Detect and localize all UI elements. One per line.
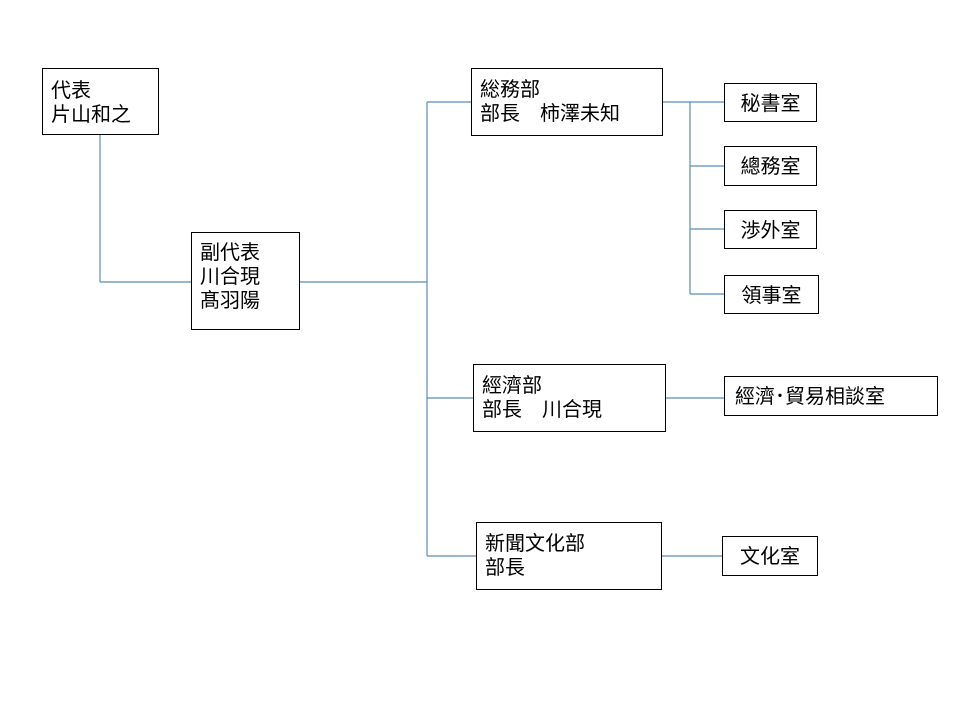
node-general-affairs-dept: 総務部 部長 柿澤未知 xyxy=(471,68,663,136)
consular-office-label: 領事室 xyxy=(741,282,802,307)
deputy-name-2: 髙羽陽 xyxy=(200,288,260,312)
general-affairs-dept-name: 総務部 xyxy=(480,77,540,101)
node-press-culture-dept: 新聞文化部 部長 xyxy=(476,522,662,590)
secretary-office-label: 秘書室 xyxy=(740,90,801,115)
press-culture-dept-name: 新聞文化部 xyxy=(485,531,585,555)
deputy-title: 副代表 xyxy=(200,240,260,264)
economic-dept-name: 經濟部 xyxy=(482,373,542,397)
node-trade-consult-office: 經濟･貿易相談室 xyxy=(724,376,938,416)
economic-dept-head: 部長 川合現 xyxy=(482,397,602,421)
press-culture-dept-head: 部長 xyxy=(485,555,525,579)
culture-office-label: 文化室 xyxy=(740,544,800,568)
node-consular-office: 領事室 xyxy=(724,275,819,314)
node-deputy: 副代表 川合現 髙羽陽 xyxy=(191,232,300,330)
node-external-affairs-office: 渉外室 xyxy=(724,210,817,249)
external-affairs-office-label: 渉外室 xyxy=(740,217,801,242)
representative-title: 代表 xyxy=(51,78,91,102)
node-secretary-office: 秘書室 xyxy=(724,83,817,122)
node-representative: 代表 片山和之 xyxy=(42,68,159,135)
node-general-affairs-office: 總務室 xyxy=(724,146,817,186)
node-economic-dept: 經濟部 部長 川合現 xyxy=(473,364,666,432)
node-culture-office: 文化室 xyxy=(722,536,818,576)
general-affairs-dept-head: 部長 柿澤未知 xyxy=(480,101,620,125)
trade-consult-office-label: 經濟･貿易相談室 xyxy=(735,384,885,408)
deputy-name-1: 川合現 xyxy=(200,264,260,288)
general-affairs-office-label: 總務室 xyxy=(740,154,801,178)
representative-name: 片山和之 xyxy=(51,102,131,126)
